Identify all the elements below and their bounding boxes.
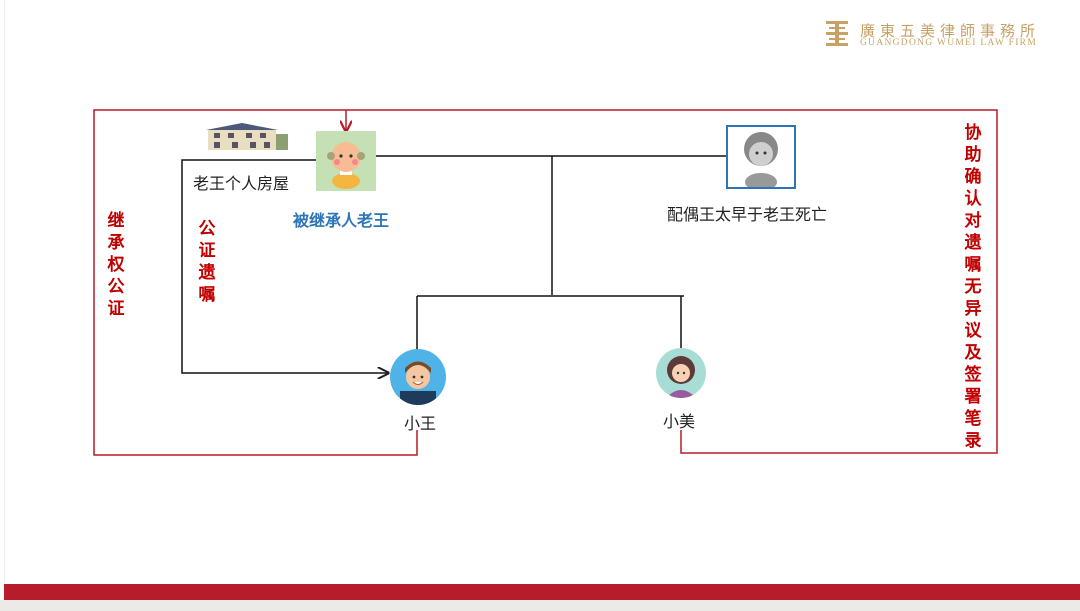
slide: [4, 0, 1080, 600]
son-avatar[interactable]: [390, 349, 446, 405]
will-arrow: [181, 159, 388, 373]
son-label: 小王: [404, 414, 437, 433]
spouse-label: 配偶王太早于老王死亡: [667, 205, 828, 224]
house-label: 老王个人房屋: [193, 174, 290, 193]
will-notarization-label: 公证遗嘱: [198, 219, 216, 305]
logo-mark-icon: [826, 21, 848, 46]
firm-name-cn: 廣東五美律師事務所: [860, 22, 1041, 40]
house-image: [202, 120, 290, 152]
firm-name-en: GUANGDONG WUMEI LAW FIRM: [860, 38, 1038, 48]
confirm-will-label: 协助确认对遗嘱无异议及签署笔录: [964, 123, 982, 451]
spouse-avatar[interactable]: [726, 125, 796, 191]
bottom-strip: [0, 600, 1080, 611]
inheritance-notarization-label: 继承权公证: [107, 211, 125, 319]
footer-bar: [4, 584, 1080, 600]
decedent-avatar[interactable]: [316, 131, 376, 191]
firm-logo: 廣東五美律師事務所 GUANGDONG WUMEI LAW FIRM: [824, 20, 1054, 50]
left-bracket: [93, 109, 998, 456]
daughter-avatar[interactable]: [656, 348, 706, 398]
daughter-label: 小美: [663, 412, 696, 431]
decedent-label: 被继承人老王: [293, 211, 390, 230]
